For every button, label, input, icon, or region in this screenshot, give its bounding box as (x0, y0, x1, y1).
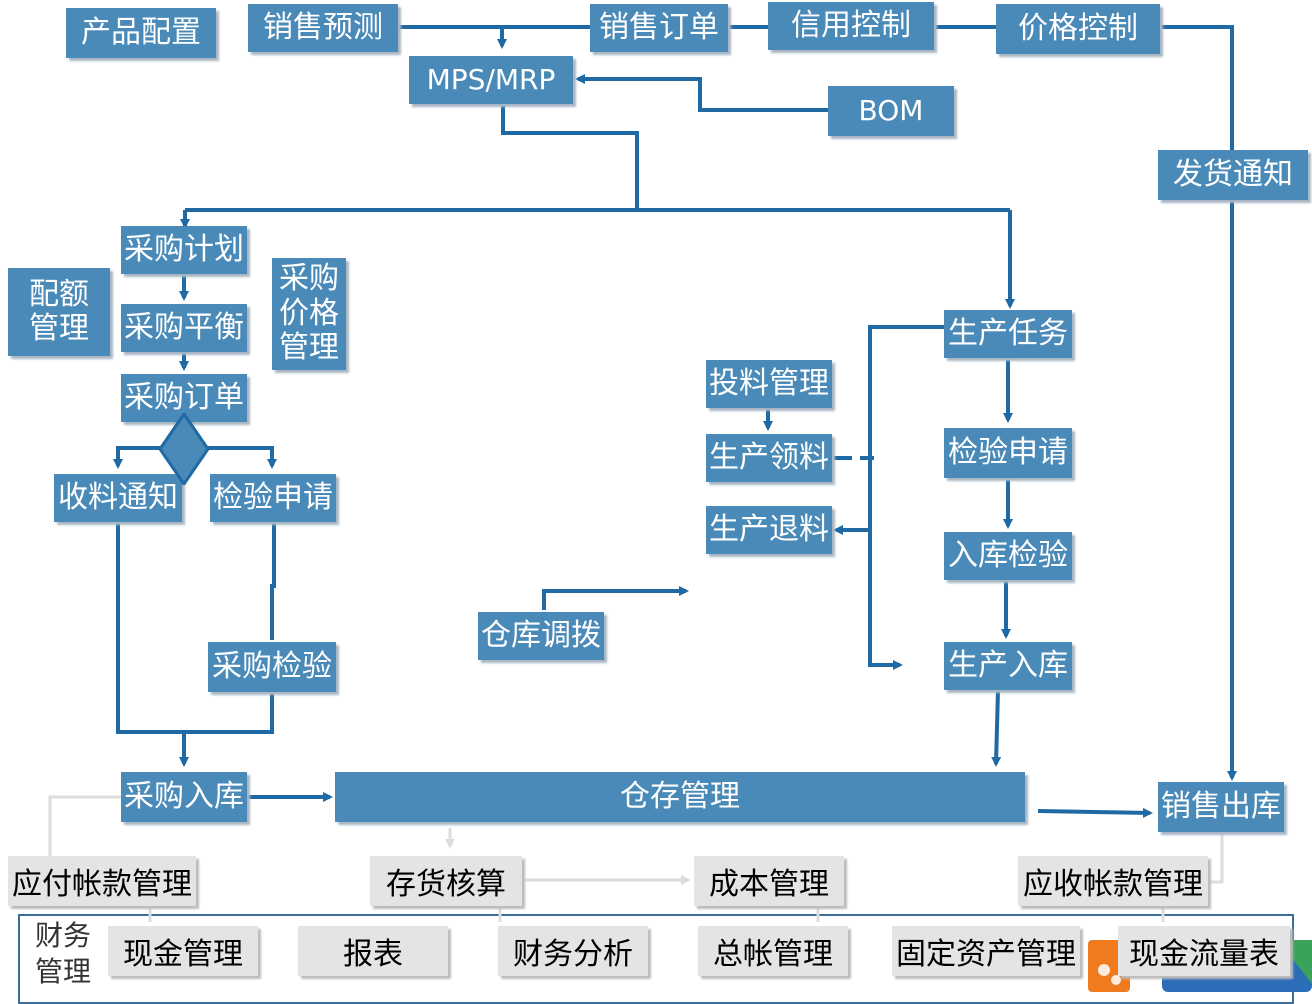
box-delivery-notice: 发货通知 (1158, 150, 1308, 200)
box-reports: 报表 (298, 926, 448, 976)
box-cash-management: 现金管理 (108, 926, 258, 976)
box-product-config: 产品配置 (66, 8, 216, 58)
box-purchase-inspection: 采购检验 (208, 642, 336, 692)
box-purchase-balance: 采购平衡 (121, 304, 247, 352)
box-purchase-inbound: 采购入库 (121, 772, 247, 822)
box-fixed-assets: 固定资产管理 (892, 926, 1080, 976)
box-sales-outbound: 销售出库 (1158, 782, 1284, 832)
box-production-picking: 生产领料 (706, 434, 832, 482)
line-bom-to-mps (575, 74, 828, 112)
box-receipt-notice: 收料通知 (54, 474, 182, 522)
decision-diamond (159, 413, 209, 485)
box-production-task: 生产任务 (944, 310, 1072, 358)
box-accounts-receivable: 应收帐款管理 (1018, 856, 1208, 906)
box-purchase-plan: 采购计划 (121, 226, 247, 274)
finance-label-line1: 财务 (34, 919, 91, 952)
line-mps-down (501, 104, 639, 210)
price-line3: 管理 (279, 330, 339, 366)
box-financial-analysis: 财务分析 (498, 926, 648, 976)
price-line2: 价格 (279, 295, 339, 331)
line-outbound-receivable (1208, 832, 1224, 884)
box-warehouse-management: 仓存管理 (335, 772, 1025, 822)
box-cost-management: 成本管理 (694, 856, 844, 906)
box-production-inbound: 生产入库 (944, 642, 1072, 690)
box-credit-control: 信用控制 (768, 2, 934, 50)
box-purchase-price-management: 采购 价格 管理 (272, 258, 346, 370)
box-inventory-accounting: 存货核算 (370, 856, 522, 906)
price-line1: 采购 (279, 261, 339, 297)
box-feeding-management: 投料管理 (706, 360, 832, 408)
box-production-inspection-request: 检验申请 (944, 428, 1072, 478)
line-request-to-inspection (270, 522, 276, 640)
box-production-return: 生产退料 (706, 506, 832, 554)
box-general-ledger: 总帐管理 (698, 926, 848, 976)
line-price-to-outbound (1160, 25, 1237, 781)
box-bom: BOM (828, 86, 954, 136)
line-inbound-payable (48, 795, 122, 856)
box-warehouse-transfer: 仓库调拨 (478, 612, 604, 660)
box-mps-mrp: MPS/MRP (409, 56, 573, 104)
quota-line2: 管理 (29, 311, 89, 346)
line-notice-down (116, 522, 274, 734)
box-price-control: 价格控制 (996, 4, 1160, 54)
line-forecast-to-mps (398, 25, 590, 46)
box-sales-order: 销售订单 (590, 4, 728, 52)
box-sales-forecast: 销售预测 (248, 4, 398, 52)
line-transfer (542, 586, 689, 610)
box-cash-flow-statement: 现金流量表 (1118, 926, 1290, 976)
line-split-right (208, 446, 277, 469)
box-accounts-payable: 应付帐款管理 (8, 856, 196, 906)
box-inbound-inspection: 入库检验 (944, 532, 1072, 580)
line-warehouse-outbound (1037, 807, 1153, 818)
finance-label-line2: 管理 (34, 955, 91, 988)
line-split-left (113, 446, 160, 469)
box-purchase-inspection-request: 检验申请 (210, 474, 336, 522)
box-quota-management: 配额 管理 (8, 268, 110, 356)
line-task-branch (868, 325, 944, 670)
finance-label: 财务 管理 (28, 918, 98, 990)
quota-line1: 配额 (29, 276, 89, 312)
line-prodinbound-warehouse (991, 689, 1002, 767)
